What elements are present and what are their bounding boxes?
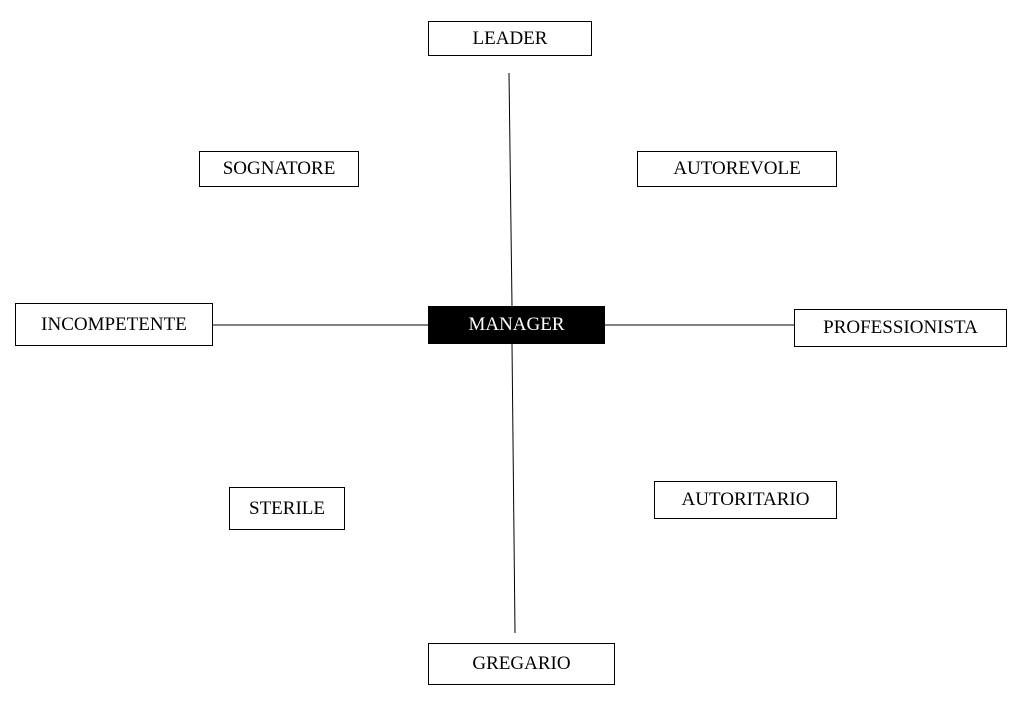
node-autoritario: AUTORITARIO: [654, 481, 837, 519]
node-leader: LEADER: [428, 21, 592, 56]
node-gregario: GREGARIO: [428, 643, 615, 685]
node-professionista: PROFESSIONISTA: [794, 309, 1007, 347]
node-sognatore: SOGNATORE: [199, 151, 359, 187]
node-incompetente: INCOMPETENTE: [15, 303, 213, 346]
node-manager: MANAGER: [428, 306, 605, 344]
vertical-axis-lower: [511, 343, 516, 634]
node-autorevole: AUTOREVOLE: [637, 151, 837, 187]
vertical-axis-upper: [508, 72, 513, 307]
node-sterile: STERILE: [229, 487, 345, 530]
